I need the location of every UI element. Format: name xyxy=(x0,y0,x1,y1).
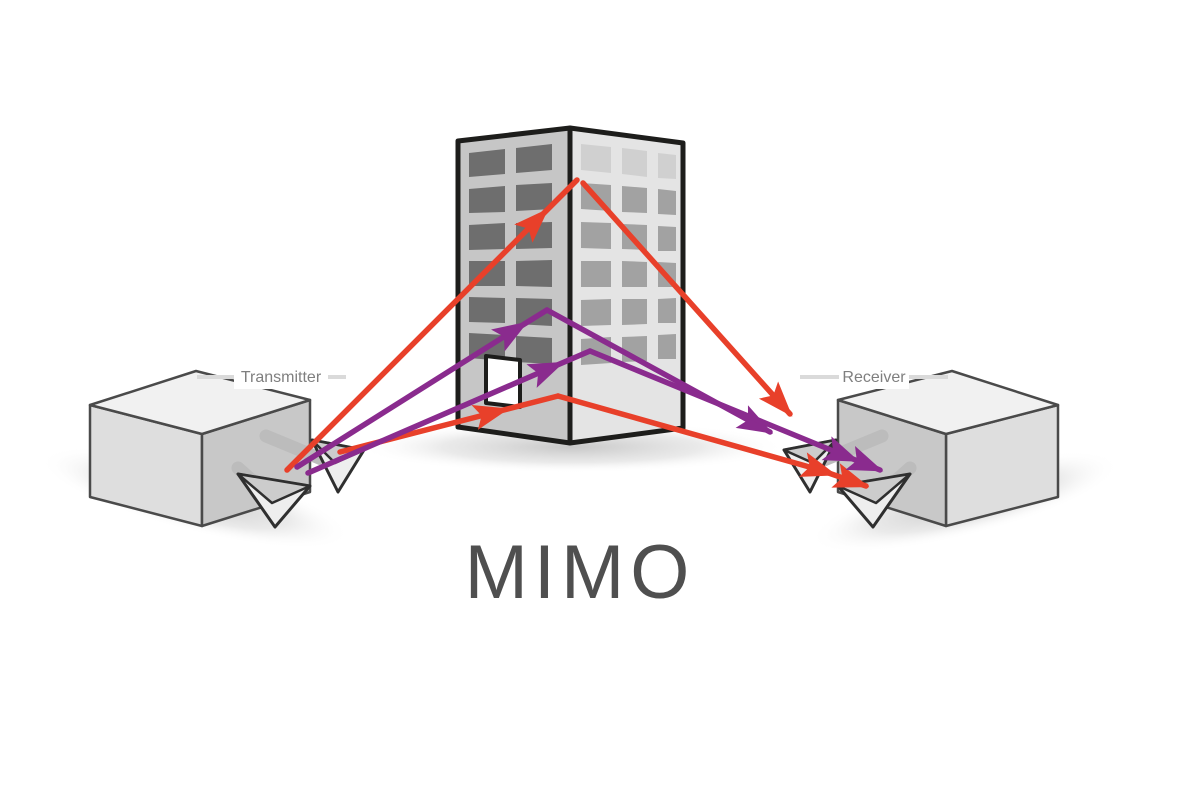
horn-antenna-icon xyxy=(236,472,312,529)
purple-signal-2-reflected xyxy=(587,348,884,473)
building-window xyxy=(581,144,611,173)
building-window xyxy=(516,260,552,287)
building-window xyxy=(658,334,676,359)
building-window xyxy=(469,297,505,323)
building-window xyxy=(469,149,505,177)
purple-signal-2-incident xyxy=(305,348,593,476)
building-window xyxy=(622,186,647,213)
building-window xyxy=(622,148,647,177)
building-window xyxy=(469,223,505,250)
building-window xyxy=(581,261,611,287)
building-window xyxy=(516,183,552,211)
building-shadow xyxy=(357,421,787,473)
labels: Transmitter Receiver xyxy=(197,365,948,389)
building-window xyxy=(658,189,676,215)
red-signal-1-reflected xyxy=(580,180,793,417)
purple-signal-1-incident xyxy=(294,307,550,470)
building-window xyxy=(658,298,676,323)
building-window xyxy=(469,186,505,213)
signal-paths xyxy=(284,177,884,489)
building-window xyxy=(658,226,676,251)
diagram-title: MIMO xyxy=(465,530,696,615)
building-window xyxy=(622,299,647,325)
receiver-label-bg xyxy=(839,365,909,389)
red-signal-1-incident xyxy=(284,177,580,473)
building-window xyxy=(622,261,647,287)
building-window xyxy=(581,222,611,249)
building-window xyxy=(581,299,611,326)
transmitter-unit xyxy=(88,369,366,529)
building-window xyxy=(516,144,552,173)
red-signal-2-reflected xyxy=(555,393,870,489)
building-window xyxy=(658,153,676,179)
building-window xyxy=(516,298,552,326)
transmitter-label: Transmitter xyxy=(241,369,322,386)
receiver-label: Receiver xyxy=(842,369,906,386)
transmitter-label-bg xyxy=(234,365,328,389)
